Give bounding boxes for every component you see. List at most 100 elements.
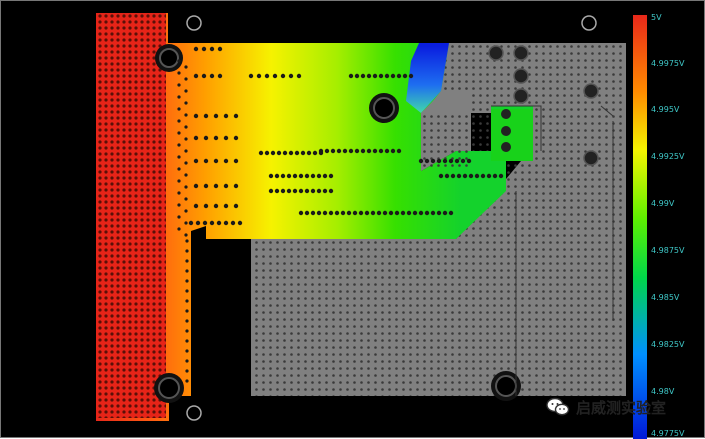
via — [213, 113, 219, 119]
via — [193, 73, 199, 79]
watermark: 启威测实验室 — [546, 393, 705, 421]
via — [448, 210, 454, 216]
via — [316, 173, 322, 179]
via — [328, 188, 334, 194]
via — [177, 107, 181, 111]
via — [193, 158, 199, 164]
via — [408, 73, 414, 79]
via — [177, 119, 181, 123]
via — [177, 167, 181, 171]
scale-label-8: 4.98V — [651, 387, 675, 396]
scale-label-3: 4.9925V — [651, 152, 685, 161]
via — [330, 148, 336, 154]
via — [360, 73, 366, 79]
via — [316, 188, 322, 194]
via — [394, 210, 400, 216]
via — [372, 73, 378, 79]
via — [328, 173, 334, 179]
via — [298, 173, 304, 179]
via — [418, 210, 424, 216]
via — [492, 173, 498, 179]
via — [184, 89, 188, 93]
via — [376, 210, 382, 216]
via — [304, 210, 310, 216]
via — [384, 73, 390, 79]
via — [177, 95, 181, 99]
via — [296, 73, 302, 79]
via — [177, 143, 181, 147]
via — [390, 73, 396, 79]
via — [233, 183, 239, 189]
via — [438, 173, 444, 179]
via — [274, 188, 280, 194]
via — [184, 137, 188, 141]
via — [372, 148, 378, 154]
via — [282, 150, 288, 156]
via — [185, 269, 189, 273]
via — [436, 210, 442, 216]
via — [223, 158, 229, 164]
scale-label-1: 4.9975V — [651, 59, 685, 68]
via — [288, 73, 294, 79]
via — [424, 210, 430, 216]
via — [185, 289, 189, 293]
via — [268, 173, 274, 179]
via — [498, 173, 504, 179]
via — [177, 227, 181, 231]
via — [203, 183, 209, 189]
via — [328, 210, 334, 216]
via — [209, 220, 215, 226]
via — [213, 158, 219, 164]
via — [348, 148, 354, 154]
via — [184, 173, 188, 177]
via — [177, 59, 181, 63]
via — [412, 210, 418, 216]
via — [304, 188, 310, 194]
via — [209, 73, 215, 79]
via — [184, 113, 188, 117]
via — [322, 173, 328, 179]
via — [188, 220, 194, 226]
via — [442, 210, 448, 216]
via — [233, 158, 239, 164]
via — [201, 73, 207, 79]
via — [184, 149, 188, 153]
via — [316, 210, 322, 216]
via — [223, 135, 229, 141]
via — [203, 203, 209, 209]
via — [298, 210, 304, 216]
via — [193, 183, 199, 189]
via — [346, 210, 352, 216]
via — [216, 220, 222, 226]
via — [217, 46, 223, 52]
via — [185, 259, 189, 263]
via — [294, 150, 300, 156]
via — [184, 161, 188, 165]
via — [184, 209, 188, 213]
via — [348, 73, 354, 79]
via — [177, 71, 181, 75]
watermark-text: 启威测实验室 — [576, 398, 667, 417]
via — [300, 150, 306, 156]
scale-label-5: 4.9875V — [651, 246, 685, 255]
via — [312, 150, 318, 156]
via — [184, 77, 188, 81]
via — [184, 125, 188, 129]
via — [384, 148, 390, 154]
via — [213, 183, 219, 189]
via — [233, 135, 239, 141]
scale-label-7: 4.9825V — [651, 340, 685, 349]
scale-label-2: 4.995V — [651, 105, 680, 114]
via — [202, 220, 208, 226]
via — [223, 220, 229, 226]
via — [177, 215, 181, 219]
via — [280, 188, 286, 194]
via — [378, 73, 384, 79]
via — [288, 150, 294, 156]
via — [444, 173, 450, 179]
via — [209, 46, 215, 52]
via — [448, 158, 454, 164]
via — [390, 148, 396, 154]
